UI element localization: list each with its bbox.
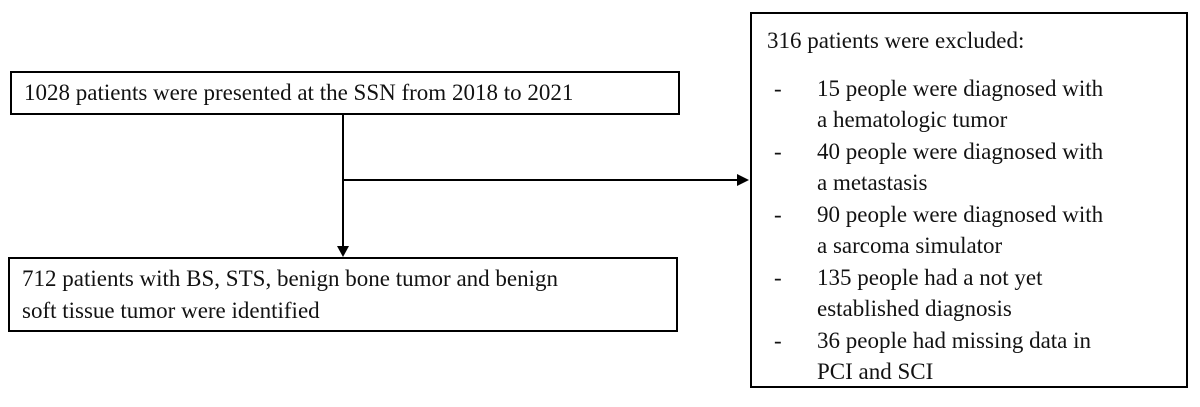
excluded-item-line: 135 people had a not yet bbox=[817, 264, 1043, 290]
bullet-dash-icon: - bbox=[774, 75, 782, 101]
excluded-item-text: 15 people were diagnosed with a hematolo… bbox=[817, 73, 1172, 136]
excluded-item-line: 15 people were diagnosed with bbox=[817, 75, 1104, 101]
excluded-item-text: 90 people were diagnosed with a sarcoma … bbox=[817, 199, 1172, 262]
excluded-item-text: 135 people had a not yet established dia… bbox=[817, 262, 1172, 325]
identified-box: 712 patients with BS, STS, benign bone t… bbox=[8, 257, 678, 332]
excluded-item-missing-data: - 36 people had missing data in PCI and … bbox=[767, 325, 1172, 388]
excluded-item-line: established diagnosis bbox=[817, 296, 1012, 321]
excluded-item-text: 40 people were diagnosed with a metastas… bbox=[817, 136, 1172, 199]
excluded-item-hematologic: - 15 people were diagnosed with a hemato… bbox=[767, 73, 1172, 136]
cohort-box: 1028 patients were presented at the SSN … bbox=[10, 71, 680, 115]
excluded-item-line: a sarcoma simulator bbox=[817, 233, 1003, 258]
arrow-right-icon bbox=[737, 173, 749, 186]
cohort-box-text: 1028 patients were presented at the SSN … bbox=[24, 80, 574, 106]
bullet-dash-icon: - bbox=[774, 327, 782, 353]
horizontal-connector-line bbox=[342, 179, 738, 181]
excluded-item-line: a metastasis bbox=[817, 170, 928, 195]
excluded-item-sarcoma-simulator: - 90 people were diagnosed with a sarcom… bbox=[767, 199, 1172, 262]
excluded-box: 316 patients were excluded: - 15 people … bbox=[750, 12, 1188, 388]
excluded-item-line: 40 people were diagnosed with bbox=[817, 138, 1104, 164]
identified-box-line-1: 712 patients with BS, STS, benign bone t… bbox=[22, 266, 558, 291]
bullet-dash-icon: - bbox=[774, 264, 782, 290]
bullet-dash-icon: - bbox=[774, 201, 782, 227]
excluded-item-line: 36 people had missing data in bbox=[817, 327, 1092, 353]
bullet-dash-icon: - bbox=[774, 138, 782, 164]
excluded-item-line: PCI and SCI bbox=[817, 359, 934, 384]
excluded-item-text: 36 people had missing data in PCI and SC… bbox=[817, 325, 1172, 388]
vertical-connector-line bbox=[342, 115, 344, 248]
arrow-down-icon bbox=[336, 246, 349, 257]
excluded-item-line: a hematologic tumor bbox=[817, 107, 1008, 132]
excluded-item-no-diagnosis: - 135 people had a not yet established d… bbox=[767, 262, 1172, 325]
excluded-item-line: 90 people were diagnosed with bbox=[817, 201, 1104, 227]
identified-box-line-2: soft tissue tumor were identified bbox=[22, 297, 320, 323]
excluded-box-title: 316 patients were excluded: bbox=[767, 28, 1025, 53]
excluded-item-metastasis: - 40 people were diagnosed with a metast… bbox=[767, 136, 1172, 199]
